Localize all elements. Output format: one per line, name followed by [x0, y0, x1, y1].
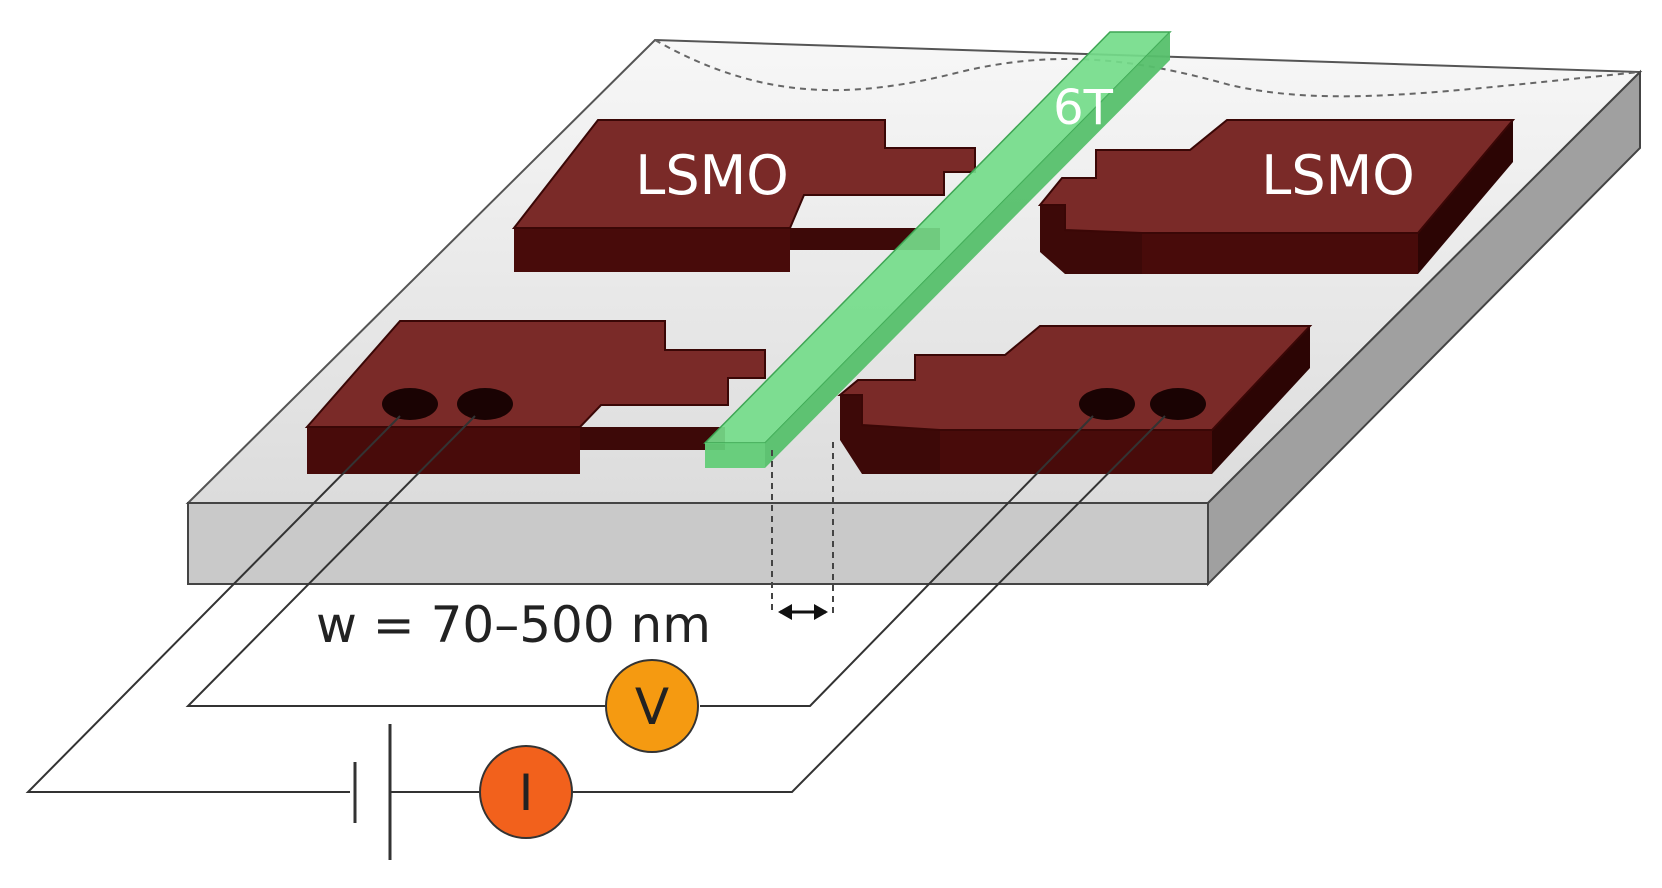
electrode-step-face	[790, 228, 940, 272]
electrode-label: LSMO	[1261, 144, 1414, 207]
electrode-front-face	[514, 228, 790, 272]
substrate-break-edge	[654, 39, 1641, 98]
wire-voltage-inner-left	[185, 415, 605, 707]
electrode-top-face	[1037, 119, 1516, 234]
voltmeter: V	[605, 659, 699, 753]
electrode-step-face	[580, 427, 725, 450]
substrate-side-face	[1207, 69, 1641, 587]
substrate-front-face	[187, 502, 1209, 585]
width-label: w = 70–500 nm	[316, 596, 711, 654]
arrowhead-left-icon	[778, 604, 792, 620]
ammeter-label: I	[519, 764, 534, 822]
contact-pad	[457, 388, 513, 420]
molecule-bar: 6T	[703, 31, 1172, 468]
wire-current-outer-left	[25, 415, 401, 793]
electrode-side-face	[1212, 326, 1310, 474]
bar-front-face	[705, 443, 765, 468]
battery-icon	[353, 724, 392, 860]
electrode-front-face	[1142, 233, 1418, 274]
electrode-label: LSMO	[635, 144, 788, 207]
electrode-top-right: LSMO	[1037, 119, 1516, 274]
electrode-front-face	[940, 430, 1212, 474]
width-dimension: w = 70–500 nm	[316, 442, 834, 654]
arrowhead-right-icon	[814, 604, 828, 620]
wire-voltage-inner-right	[700, 415, 1094, 707]
electrode-bottom-right	[837, 325, 1313, 474]
electrode-step-face	[840, 395, 940, 474]
ammeter-icon	[479, 745, 573, 839]
electrode-top-left: LSMO	[511, 119, 976, 272]
contact-pad	[382, 388, 438, 420]
contact-pad	[1150, 388, 1206, 420]
voltmeter-icon	[605, 659, 699, 753]
ammeter: I	[479, 745, 573, 839]
electrode-bottom-left	[304, 320, 766, 474]
electrode-front-face	[307, 427, 580, 474]
contact-pad	[1079, 388, 1135, 420]
bar-side-face	[765, 32, 1170, 468]
electrode-side-face	[1418, 120, 1513, 274]
bar-label: 6T	[1053, 80, 1114, 136]
voltmeter-label: V	[635, 678, 669, 736]
electrode-step-face	[1040, 205, 1142, 274]
